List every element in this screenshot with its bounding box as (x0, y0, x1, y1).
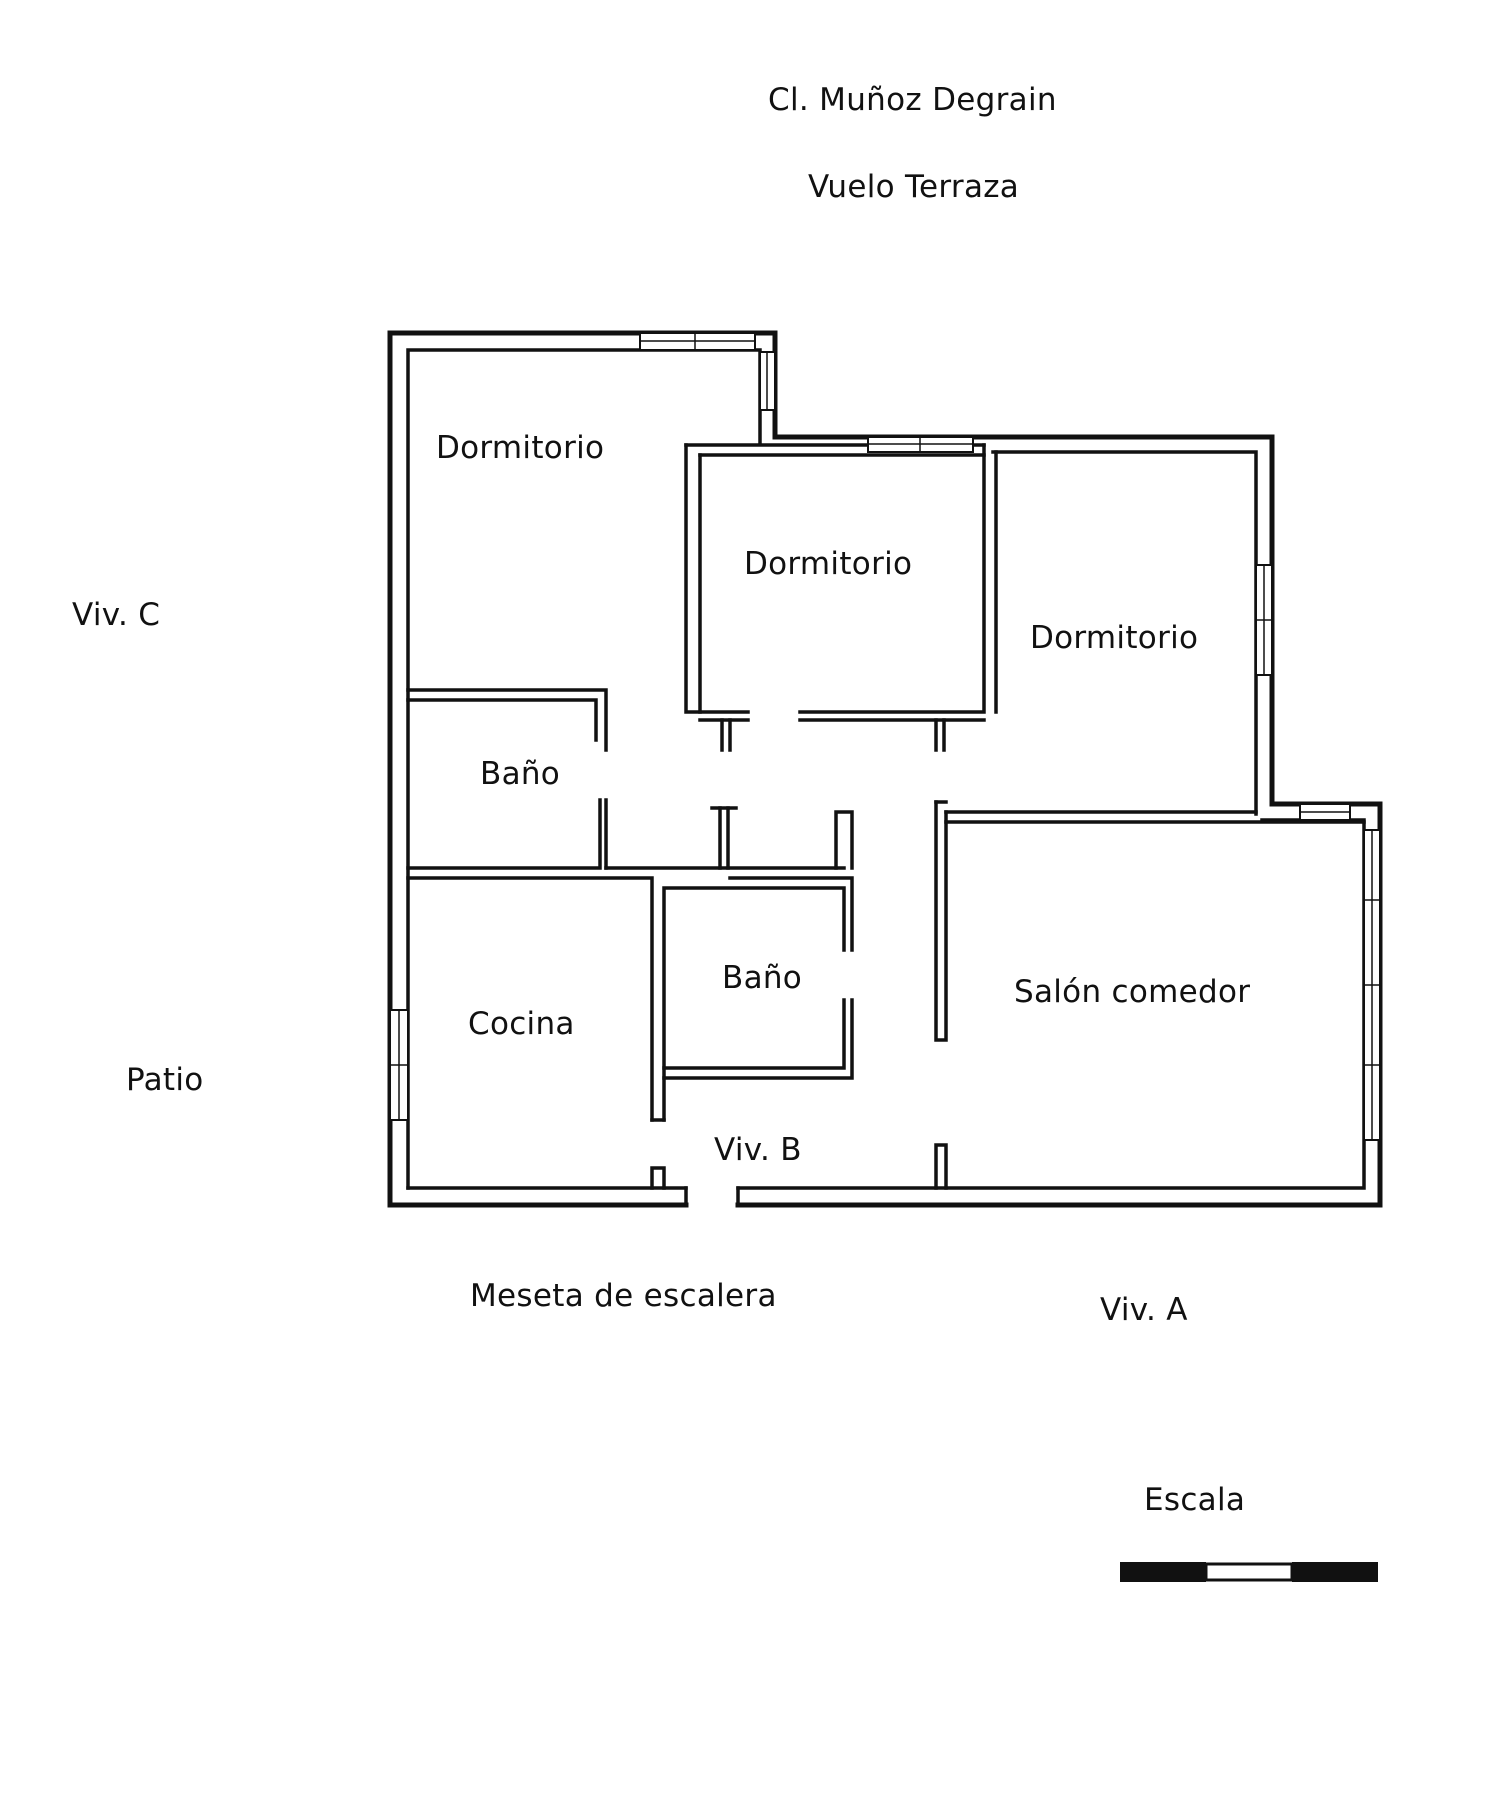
scale-bar (1120, 1562, 1378, 1582)
scale-bar-segment-3 (1292, 1562, 1378, 1582)
scale-bar-segment-1 (1120, 1562, 1206, 1582)
scale-bar-segment-2 (1204, 1562, 1294, 1582)
patio-label: Patio (126, 1062, 204, 1098)
room-bano-middle: Baño (722, 960, 802, 996)
landing-label: Meseta de escalera (470, 1278, 777, 1314)
interior-walls (406, 443, 1366, 1190)
room-dormitorio-middle: Dormitorio (744, 546, 912, 582)
room-bano-top: Baño (480, 756, 560, 792)
room-dormitorio-top-left: Dormitorio (436, 430, 604, 466)
terrace-label: Vuelo Terraza (808, 169, 1019, 205)
viv-b-label: Viv. B (714, 1132, 802, 1168)
windows (389, 332, 1381, 1141)
room-salon-comedor: Salón comedor (1014, 974, 1250, 1010)
viv-a-label: Viv. A (1100, 1292, 1188, 1328)
scale-label: Escala (1144, 1482, 1245, 1518)
viv-c-label: Viv. C (72, 597, 160, 633)
room-dormitorio-right: Dormitorio (1030, 620, 1198, 656)
street-label: Cl. Muñoz Degrain (768, 82, 1057, 118)
labels: Cl. Muñoz Degrain Vuelo Terraza Viv. C P… (72, 82, 1250, 1518)
room-cocina: Cocina (468, 1006, 575, 1042)
